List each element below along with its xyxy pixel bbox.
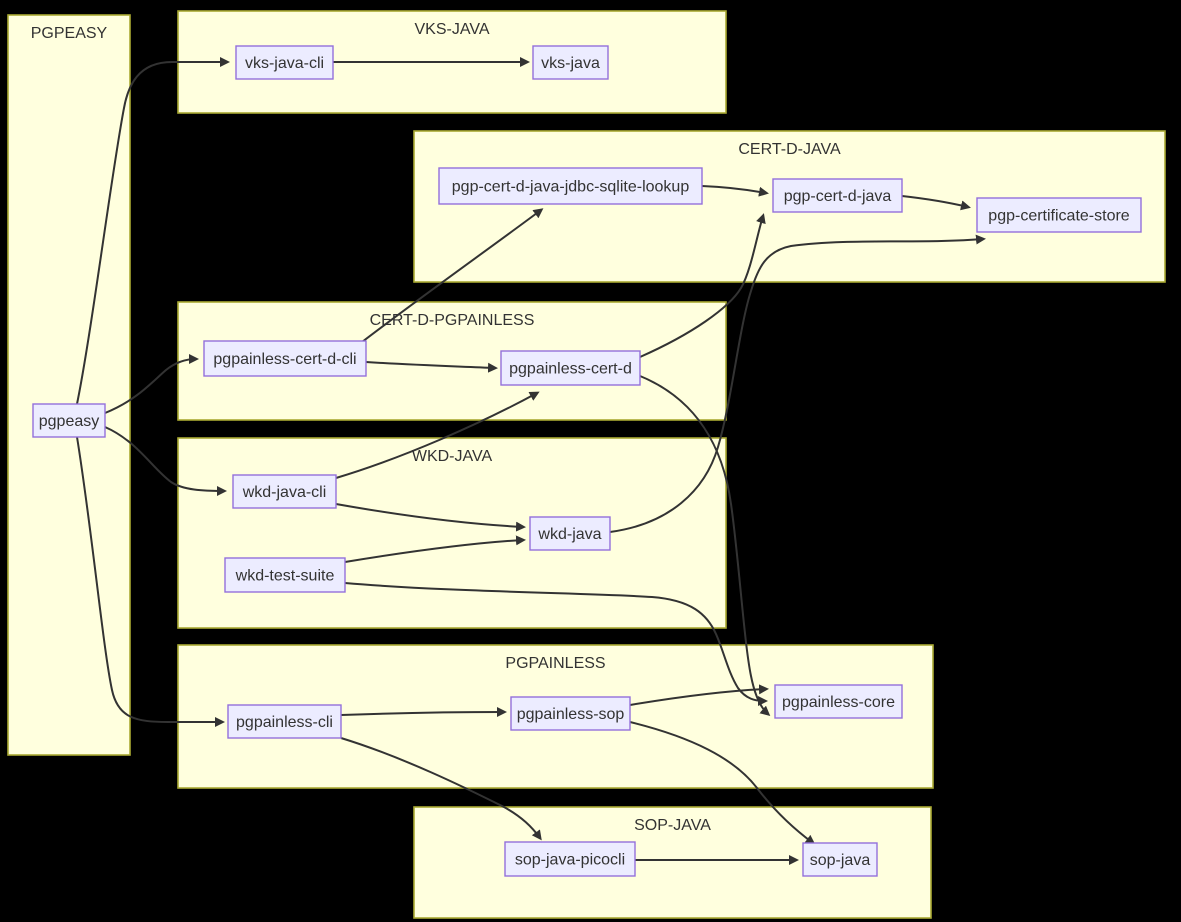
node-sop-java [802, 842, 878, 877]
node-jdbc-sqlite-lookup-label: pgp-cert-d-java-jdbc-sqlite-lookup [452, 179, 690, 196]
node-pgp-certificate-store-label: pgp-certificate-store [988, 208, 1129, 225]
edge-pgp-cert-d-java-to-pgp-certificate-store [901, 195, 971, 211]
node-wkd-java-label: wkd-java [537, 526, 601, 543]
node-vks-java-label: vks-java [541, 55, 600, 72]
node-pgpeasy-label: pgpeasy [39, 413, 100, 430]
node-pgp-cert-d-java-label: pgp-cert-d-java [784, 188, 892, 205]
cluster-pgpeasy-group [7, 14, 131, 756]
node-pgpainless-cert-d [500, 350, 641, 386]
edge-pgpainless-cert-d-cli-to-pgpainless-cert-d [365, 361, 498, 373]
cluster-sop-java-group-label: SOP-JAVA [634, 817, 711, 834]
cluster-vks-java-group-label: VKS-JAVA [415, 21, 490, 38]
node-sop-java-picocli [504, 841, 636, 877]
cluster-cert-d-java-label: CERT-D-JAVA [738, 141, 841, 158]
node-wkd-java [529, 516, 611, 551]
node-vks-java-cli [235, 45, 334, 80]
edge-wkd-java-cli-to-pgpainless-cert-d [335, 391, 540, 479]
cluster-wkd-java-group [177, 437, 727, 629]
edge-pgpeasy-to-pgpainless-cert-d-cli [104, 354, 199, 414]
node-pgpainless-cert-d-label: pgpainless-cert-d [509, 361, 632, 378]
node-pgpainless-cert-d-cli [203, 340, 367, 377]
cluster-wkd-java-group-label: WKD-JAVA [412, 448, 493, 465]
edge-pgpainless-cli-to-pgpainless-sop [340, 707, 507, 718]
edge-pgpainless-cli-to-sop-java-picocli [340, 737, 542, 841]
node-jdbc-sqlite-lookup [438, 167, 703, 205]
edge-layer [76, 57, 986, 865]
edge-pgpainless-sop-to-sop-java [629, 721, 816, 845]
edge-pgpeasy-to-pgpainless-cli [76, 436, 225, 727]
node-wkd-java-cli [232, 474, 337, 509]
node-wkd-test-suite [224, 557, 346, 593]
cluster-pgpainless-group-label: PGPAINLESS [505, 655, 605, 672]
node-pgp-cert-d-java [772, 178, 903, 213]
edge-wkd-test-suite-to-pgpainless-core [344, 582, 768, 706]
node-sop-java-label: sop-java [810, 852, 871, 869]
edge-wkd-java-to-pgp-certificate-store [609, 234, 986, 533]
node-pgpainless-cert-d-cli-label: pgpainless-cert-d-cli [213, 351, 356, 368]
edge-pgpeasy-to-vks-java-cli [76, 57, 230, 405]
cluster-cert-d-pgpainless-label: CERT-D-PGPAINLESS [370, 312, 535, 329]
node-pgp-certificate-store [976, 197, 1142, 233]
edge-pgpainless-sop-to-pgpainless-core [629, 684, 769, 706]
node-vks-java-cli-label: vks-java-cli [245, 55, 324, 72]
edge-pgpeasy-to-wkd-java-cli [104, 426, 227, 496]
node-pgpainless-core [774, 684, 903, 719]
node-pgpeasy [32, 403, 106, 438]
edge-wkd-java-cli-to-wkd-java [335, 503, 526, 532]
edge-pgpainless-cert-d-to-pgp-cert-d-java [639, 213, 766, 358]
node-vks-java [532, 45, 609, 80]
edge-jdbc-sqlite-lookup-to-pgp-cert-d-java [701, 185, 769, 197]
node-wkd-java-cli-label: wkd-java-cli [242, 484, 327, 501]
node-pgpainless-core-label: pgpainless-core [782, 694, 895, 711]
node-pgpainless-sop-label: pgpainless-sop [517, 706, 625, 723]
node-layer: pgpeasy vks-java-cli vks-java pgp-cert-d-ja… [32, 45, 1142, 877]
cluster-pgpeasy-group-label: PGPEASY [31, 25, 108, 42]
node-pgpainless-cli [227, 704, 342, 739]
edge-pgpainless-cert-d-cli-to-jdbc-sqlite-lookup [361, 208, 544, 343]
edge-wkd-test-suite-to-wkd-java [344, 535, 526, 563]
node-sop-java-picocli-label: sop-java-picocli [515, 852, 625, 869]
node-pgpainless-sop [510, 696, 631, 731]
cluster-layer: PGPEASY VKS-JAVA CERT-D-JAVA CERT-D-PGPAINL… [7, 10, 1166, 919]
node-pgpainless-cli-label: pgpainless-cli [236, 714, 333, 731]
node-wkd-test-suite-label: wkd-test-suite [235, 568, 335, 585]
